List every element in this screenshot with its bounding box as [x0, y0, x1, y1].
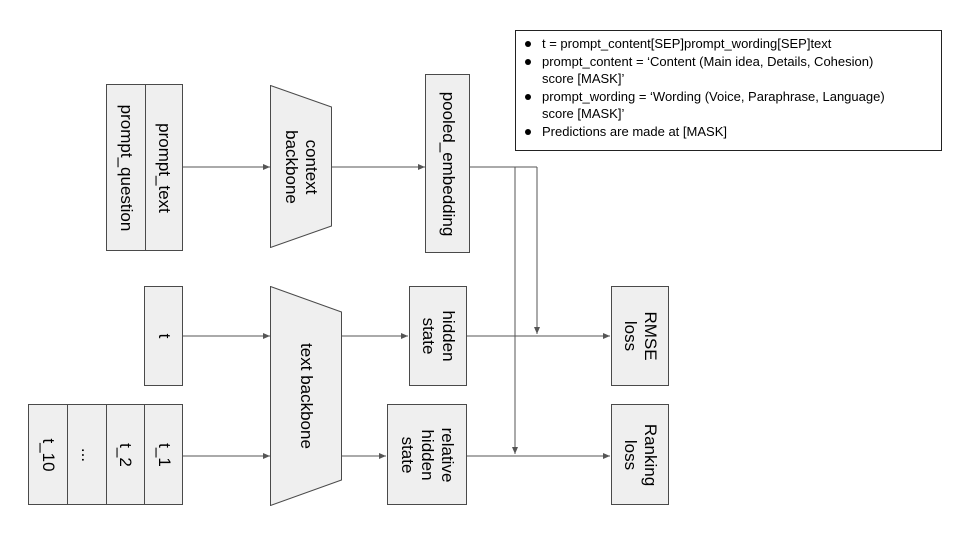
legend-item-text-continued: score [MASK]’: [542, 71, 625, 86]
legend-item: prompt_content = ‘Content (Main idea, De…: [525, 53, 941, 88]
prompt-input-box: prompt_question prompt_text: [106, 84, 183, 251]
prompt-text-cell: prompt_text: [145, 85, 183, 250]
legend-item: t = prompt_content[SEP]prompt_wording[SE…: [525, 35, 941, 53]
legend-item-text: prompt_content = ‘Content (Main idea, De…: [542, 53, 874, 69]
relative-hidden-state-label-line2: hidden: [418, 428, 437, 481]
text-backbone-label: text backbone: [297, 343, 316, 449]
ellipsis-label: ...: [77, 447, 97, 462]
ranking-loss-box: Ranking loss: [611, 404, 669, 505]
legend-box: t = prompt_content[SEP]prompt_wording[SE…: [515, 30, 942, 151]
t2-cell: t_2: [106, 405, 145, 504]
rmse-loss-box: RMSE loss: [611, 286, 669, 386]
relative-hidden-state-box: relative hidden state: [387, 404, 467, 505]
t2-label: t_2: [116, 442, 135, 467]
ellipsis-cell: ...: [67, 405, 107, 504]
legend-item: prompt_wording = ‘Wording (Voice, Paraph…: [525, 88, 941, 123]
hidden-state-box: hidden state: [409, 286, 467, 386]
pooled-embedding-box: pooled_embedding: [425, 74, 470, 253]
t10-cell: t_10: [29, 405, 68, 504]
relative-hidden-state-label-line1: relative: [438, 427, 457, 482]
t-list-box: t_10 ... t_2 t_1: [28, 404, 183, 505]
context-backbone-label-line2: backbone: [282, 129, 301, 204]
legend-item-text: Predictions are made at [MASK]: [542, 123, 727, 139]
bullet-icon: [525, 58, 531, 65]
text-backbone: text backbone: [270, 286, 342, 506]
t-input-box: t: [144, 286, 183, 386]
rmse-loss-label-line2: loss: [621, 320, 640, 352]
legend-item-text: t = prompt_content[SEP]prompt_wording[SE…: [542, 36, 832, 51]
relative-hidden-state-label-line3: state: [398, 436, 417, 473]
bullet-icon: [525, 93, 531, 100]
t1-cell: t_1: [144, 405, 183, 504]
legend-list: t = prompt_content[SEP]prompt_wording[SE…: [516, 31, 941, 140]
context-backbone-label-line1: context: [302, 139, 321, 194]
t1-label: t_1: [154, 442, 174, 467]
ranking-loss-label-line2: loss: [621, 439, 640, 470]
legend-item-text: prompt_wording = ‘Wording (Voice, Paraph…: [542, 88, 885, 104]
hidden-state-label-line2: state: [419, 317, 438, 355]
prompt-question-label: prompt_question: [117, 104, 136, 231]
context-backbone-shape: [270, 85, 332, 248]
pooled-embedding-label: pooled_embedding: [438, 91, 458, 236]
legend-item: Predictions are made at [MASK]: [525, 123, 941, 141]
bullet-icon: [525, 41, 531, 47]
t-input-label: t: [154, 333, 174, 339]
t10-label: t_10: [39, 437, 58, 472]
text-backbone-shape: [270, 286, 342, 506]
bullet-icon: [525, 128, 531, 135]
hidden-state-label-line1: hidden: [439, 310, 458, 362]
context-backbone: context backbone: [270, 85, 332, 248]
prompt-text-label: prompt_text: [155, 122, 174, 213]
rmse-loss-label-line1: RMSE: [641, 311, 660, 361]
prompt-question-cell: prompt_question: [107, 85, 146, 250]
legend-item-text-continued: score [MASK]’: [542, 106, 625, 121]
ranking-loss-label-line1: Ranking: [641, 423, 660, 486]
